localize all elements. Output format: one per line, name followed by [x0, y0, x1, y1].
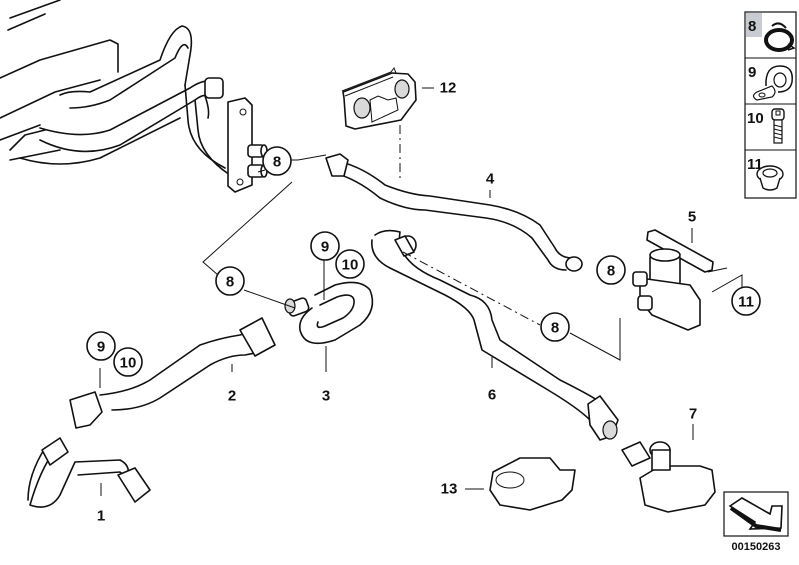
heater-core: [0, 0, 119, 161]
heater-flange: [227, 97, 268, 193]
legend-item-10: 10: [747, 108, 785, 144]
pipe-clip-icon: [752, 65, 793, 101]
heater-pipes: [19, 25, 231, 176]
legend-item-11: 11: [747, 156, 784, 191]
svg-text:11: 11: [747, 156, 763, 173]
next-page-arrow-button[interactable]: [723, 491, 789, 537]
svg-text:8: 8: [748, 18, 756, 35]
svg-text:10: 10: [747, 110, 764, 127]
legend-item-9: 9: [748, 64, 793, 101]
leader-lines: [99, 154, 743, 388]
label-part-4: 4: [486, 171, 495, 188]
legend-panel: 8 9 10 11: [744, 11, 797, 199]
bolt-icon: [771, 108, 785, 144]
rubber-grommet-icon: [756, 165, 784, 191]
svg-text:8: 8: [273, 154, 281, 171]
callout-8-left: 8: [215, 266, 245, 296]
svg-text:8: 8: [226, 274, 234, 291]
svg-text:10: 10: [342, 257, 359, 274]
next-page-arrow-icon: [728, 497, 783, 532]
label-part-7: 7: [689, 406, 697, 423]
hose-part-3: [284, 281, 374, 372]
svg-text:11: 11: [738, 294, 754, 311]
label-part-5: 5: [688, 209, 696, 226]
label-part-3: 3: [322, 388, 330, 405]
callout-9-hose2: 9: [86, 331, 116, 361]
svg-text:8: 8: [607, 263, 615, 280]
svg-text:8: 8: [551, 320, 559, 337]
hose-part-2: [99, 317, 276, 411]
label-part-12: 12: [440, 80, 457, 97]
label-part-6: 6: [488, 387, 496, 404]
label-part-1: 1: [97, 508, 105, 525]
valve-part-5: [632, 228, 714, 331]
hose-part-4: [325, 153, 583, 272]
callout-10-hose2: 10: [113, 347, 143, 377]
svg-text:9: 9: [321, 239, 329, 256]
callout-11-valve: 11: [731, 286, 761, 316]
bracket-part-12: [341, 66, 434, 178]
legend-item-8: 8: [746, 13, 796, 52]
reference-number: 00150263: [732, 541, 781, 553]
callout-10-hose3: 10: [335, 249, 365, 279]
callout-8-mid: 8: [540, 312, 570, 342]
svg-text:10: 10: [120, 355, 137, 372]
label-part-13: 13: [441, 481, 458, 498]
hose-part-1: [27, 391, 151, 508]
bracket-part-13: [465, 457, 576, 511]
svg-text:9: 9: [97, 339, 105, 356]
callout-8-valve: 8: [596, 255, 626, 285]
hose-clamp-icon: [764, 22, 796, 52]
callout-8-heater: 8: [262, 146, 292, 176]
label-part-2: 2: [228, 388, 236, 405]
part-labels: 1 2 3 4 5 6 7 12 13: [97, 80, 697, 525]
pump-part-7: [621, 424, 716, 513]
svg-text:9: 9: [748, 64, 756, 81]
callout-9-hose3: 9: [310, 231, 340, 261]
hose-part-6: [371, 229, 619, 441]
